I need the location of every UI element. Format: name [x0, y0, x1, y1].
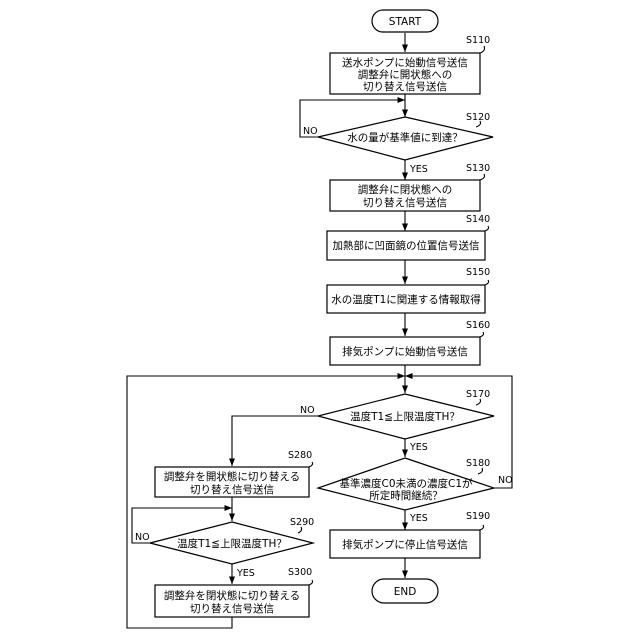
s300-leader — [309, 580, 313, 585]
s190-step-label: S190 — [466, 511, 490, 522]
s110-line-1: 送水ポンプに始動信号送信 — [342, 56, 468, 69]
s130-leader — [480, 174, 485, 180]
s130-step-label: S130 — [466, 163, 490, 174]
s120-label: 水の量が基準値に到達？ — [347, 131, 463, 144]
s290-yes-label: YES — [236, 568, 255, 579]
s120-yes-label: YES — [409, 164, 428, 175]
s180-no-label: NO — [498, 475, 513, 486]
node-start: START — [372, 10, 438, 32]
s120-step-label: S120 — [466, 112, 490, 123]
s120-no-label: NO — [303, 126, 318, 137]
s160-leader — [480, 332, 484, 337]
s300-line-2: 切り替え信号送信 — [190, 602, 274, 615]
s150-leader — [485, 280, 489, 285]
node-s140: 加熱部に凹面鏡の位置信号送信 S140 — [327, 214, 490, 260]
start-label: START — [389, 16, 422, 28]
s170-label: 温度T1≦上限温度TH？ — [350, 410, 460, 423]
s150-label: 水の温度T1に関連する情報取得 — [331, 293, 481, 306]
s170-yes-label: YES — [409, 442, 428, 453]
s170-step-label: S170 — [466, 389, 490, 400]
s180-line-2: 所定時間継続？ — [369, 489, 443, 502]
s290-step-label: S290 — [290, 517, 314, 528]
s190-label: 排気ポンプに停止信号送信 — [342, 538, 468, 551]
s140-leader — [485, 226, 489, 231]
s110-leader — [480, 46, 485, 53]
node-s280: 調整弁を開状態に切り替える 切り替え信号送信 S280 — [155, 450, 313, 497]
s170-no-label: NO — [300, 405, 315, 416]
s160-label: 排気ポンプに始動信号送信 — [342, 345, 468, 358]
s140-label: 加熱部に凹面鏡の位置信号送信 — [333, 239, 480, 252]
s110-line-2: 調整弁に開状態への — [358, 68, 453, 81]
s190-leader — [480, 525, 484, 530]
s280-step-label: S280 — [288, 450, 312, 461]
node-s150: 水の温度T1に関連する情報取得 S150 — [327, 267, 490, 313]
s280-leader — [309, 462, 313, 467]
s300-step-label: S300 — [288, 567, 312, 578]
s130-line-1: 調整弁に閉状態への — [358, 183, 453, 196]
node-s160: 排気ポンプに始動信号送信 S160 — [330, 320, 490, 365]
s290-label: 温度T1≦上限温度TH？ — [177, 537, 287, 550]
node-s300: 調整弁を閉状態に切り替える 切り替え信号送信 S300 — [155, 567, 313, 617]
node-end: END — [372, 579, 438, 603]
s180-yes-label: YES — [409, 513, 428, 524]
s280-line-2: 切り替え信号送信 — [190, 483, 274, 496]
s180-step-label: S180 — [466, 458, 490, 469]
s280-line-1: 調整弁を開状態に切り替える — [164, 470, 300, 483]
s290-no-label: NO — [135, 532, 150, 543]
s160-step-label: S160 — [466, 320, 490, 331]
end-label: END — [394, 586, 417, 598]
s110-step-label: S110 — [466, 35, 490, 46]
node-s170: 温度T1≦上限温度TH？ S170 NO YES — [300, 389, 494, 453]
node-s120: 水の量が基準値に到達？ S120 NO YES — [303, 112, 493, 175]
s130-line-2: 切り替え信号送信 — [363, 196, 447, 209]
s300-line-1: 調整弁を閉状態に切り替える — [164, 589, 300, 602]
node-s110: 送水ポンプに始動信号送信 調整弁に開状態への 切り替え信号送信 S110 — [330, 35, 490, 94]
s150-step-label: S150 — [466, 267, 490, 278]
s110-line-3: 切り替え信号送信 — [363, 80, 447, 93]
s180-line-1: 基準濃度C0未満の濃度C1が — [339, 477, 473, 490]
s140-step-label: S140 — [466, 214, 490, 225]
